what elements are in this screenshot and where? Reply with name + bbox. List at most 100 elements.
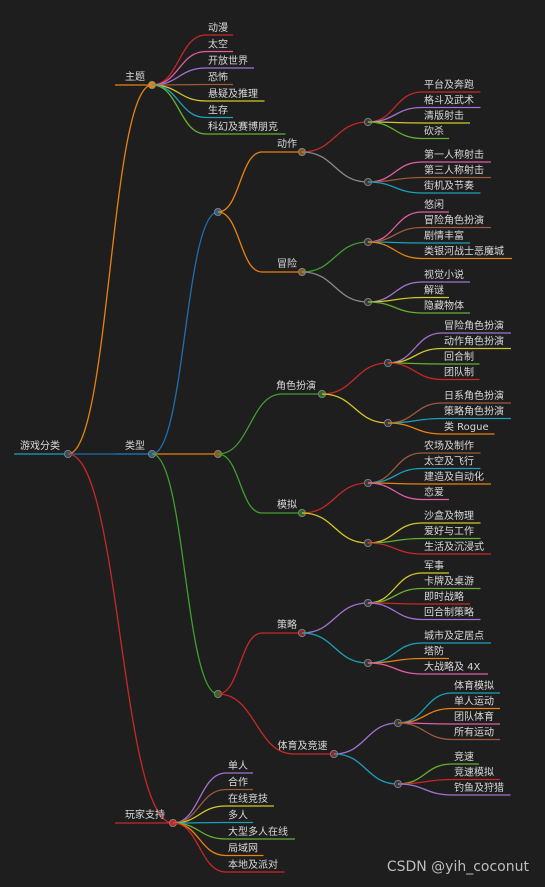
- leaf-label: 爱好与工作: [424, 525, 474, 538]
- leaf-label: 隐藏物体: [424, 299, 464, 312]
- leaf-connector: [387, 422, 443, 435]
- leaf-label: 所有运动: [454, 726, 494, 739]
- leaf-connector: [367, 226, 423, 243]
- leaf-connector: [367, 467, 423, 484]
- leaf-label: 建造及自动化: [424, 470, 484, 483]
- leaf-label: 回合制: [444, 350, 474, 363]
- leaf-connector: [367, 482, 423, 501]
- leaf-connector: [172, 822, 227, 857]
- category-connector: [217, 211, 263, 273]
- leaf-label: 钓鱼及狩猎: [454, 781, 504, 794]
- leaf-connector: [367, 537, 423, 544]
- leaf-label: 冒险角色扮演: [444, 319, 504, 332]
- leaf-label: 竞速模拟: [454, 766, 494, 779]
- category-connector: [217, 393, 283, 455]
- leaf-label: 塔防: [424, 645, 444, 658]
- subgroup-connector: [301, 602, 369, 634]
- category-label: 冒险: [277, 257, 297, 270]
- leaf-label: 解谜: [424, 284, 444, 297]
- leaf-label: 太空及飞行: [424, 455, 474, 468]
- category-connector: [217, 151, 263, 213]
- leaf-label: 即时战略: [424, 590, 464, 603]
- leaf-connector: [172, 772, 227, 824]
- leaf-connector: [367, 106, 423, 123]
- leaf-connector: [151, 34, 207, 86]
- leaf-label: 卡牌及桌游: [424, 575, 474, 588]
- leaf-label: 视觉小说: [424, 268, 464, 281]
- topic-connector: [67, 453, 174, 824]
- leaf-connector: [367, 542, 423, 555]
- leaf-connector: [151, 84, 207, 119]
- leaf-label: 单人: [228, 760, 248, 772]
- leaf-label: 街机及节奏: [424, 179, 474, 192]
- leaf-connector: [397, 763, 453, 785]
- group-connector: [151, 453, 219, 695]
- topic-label: 玩家支持: [125, 808, 165, 821]
- leaf-label: 体育模拟: [454, 679, 494, 692]
- watermark: CSDN @yih_coconut: [386, 859, 529, 875]
- root-node-label: 游戏分类: [20, 439, 60, 452]
- leaf-connector: [387, 402, 443, 424]
- leaf-label: 城市及定居点: [424, 629, 484, 642]
- leaf-label: 动作角色扮演: [444, 335, 504, 348]
- topic-label: 主题: [125, 71, 145, 83]
- category-label: 体育及竞速: [278, 739, 328, 752]
- leaf-label: 大战略及 4X: [424, 660, 481, 673]
- category-label: 模拟: [277, 498, 297, 511]
- leaf-connector: [387, 362, 443, 381]
- leaf-label: 日系角色扮演: [444, 389, 504, 402]
- leaf-connector: [397, 778, 453, 785]
- leaf-label: 竞速: [454, 750, 474, 763]
- leaf-connector: [367, 657, 423, 664]
- leaf-connector: [367, 211, 423, 243]
- leaf-connector: [397, 783, 453, 796]
- leaf-connector: [367, 121, 423, 140]
- leaf-label: 沙盒及物理: [424, 509, 474, 522]
- leaf-connector: [367, 602, 423, 621]
- subgroup-connector: [321, 362, 389, 395]
- subgroup-connector: [301, 271, 369, 303]
- leaf-label: 军事: [424, 559, 444, 572]
- leaf-label: 悠闲: [424, 198, 444, 211]
- leaf-label: 生存: [208, 104, 228, 117]
- leaf-label: 科幻及赛博朋克: [208, 120, 278, 133]
- leaf-connector: [367, 181, 423, 194]
- category-label: 角色扮演: [276, 379, 316, 392]
- leaf-label: 第三人称射击: [424, 164, 484, 177]
- leaf-connector: [367, 572, 423, 604]
- leaf-label: 回合制策略: [424, 606, 474, 619]
- leaf-connector: [172, 822, 227, 873]
- leaf-label: 悬疑及推理: [208, 87, 258, 100]
- leaf-connector: [367, 662, 423, 675]
- leaf-label: 动漫: [208, 22, 228, 34]
- category-connector: [217, 693, 295, 755]
- leaf-label: 格斗及武术: [424, 94, 474, 107]
- subgroup-connector: [301, 512, 369, 544]
- subgroup-connector: [301, 241, 369, 273]
- leaf-connector: [367, 176, 423, 183]
- leaf-connector: [387, 347, 443, 364]
- category-connector: [217, 453, 263, 514]
- category-label: 策略: [277, 618, 297, 631]
- category-label: 动作: [277, 138, 297, 150]
- topic-label: 类型: [125, 439, 145, 452]
- subgroup-connector: [301, 632, 369, 664]
- leaf-connector: [387, 417, 443, 424]
- leaf-connector: [367, 296, 423, 303]
- leaf-connector: [151, 67, 207, 86]
- leaf-label: 多人: [228, 809, 248, 822]
- leaf-connector: [367, 91, 423, 123]
- leaf-label: 策略角色扮演: [444, 405, 504, 418]
- leaf-connector: [367, 522, 423, 544]
- subgroup-connector: [321, 393, 389, 424]
- leaf-connector: [367, 301, 423, 314]
- subgroup-connector: [333, 753, 399, 785]
- leaf-connector: [387, 332, 443, 364]
- leaf-connector: [172, 805, 227, 824]
- leaf-connector: [397, 692, 453, 724]
- leaf-label: 恋爱: [424, 486, 444, 499]
- leaf-label: 生活及沉浸式: [424, 540, 484, 553]
- leaf-label: 太空: [208, 38, 228, 51]
- leaf-label: 冒险角色扮演: [424, 214, 484, 227]
